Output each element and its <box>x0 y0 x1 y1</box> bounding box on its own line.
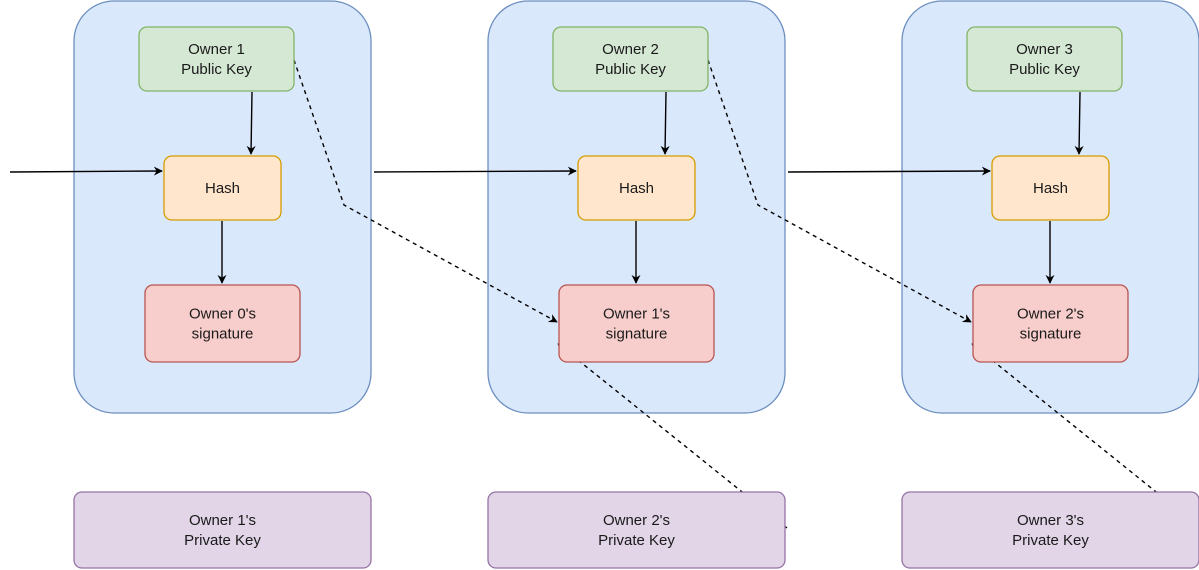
transaction-1-public-key: Owner 1 Public Key <box>138 26 295 92</box>
transaction-1-private-key-label: Owner 1's <box>189 512 256 529</box>
transaction-3-public-key-shape <box>966 26 1123 92</box>
arrow-public-key-1-to-hash <box>246 91 256 155</box>
transaction-3-signature-label: Owner 2's <box>1017 306 1084 323</box>
transaction-3-hash-label: Hash <box>1033 180 1068 197</box>
transaction-1-private-key-label: Private Key <box>184 532 261 549</box>
transaction-2-hash: Hash <box>577 155 696 221</box>
transaction-1-signature: Owner 0's signature <box>144 284 301 363</box>
transaction-1-hash: Hash <box>163 155 282 221</box>
arrow-public-key-3-to-hash <box>1074 91 1084 155</box>
transaction-3-signature: Owner 2's signature <box>972 284 1129 363</box>
transaction-1-hash-shape <box>163 155 282 221</box>
transaction-1-signature-shape <box>144 284 301 363</box>
transaction-1-private-key-shape <box>73 491 372 569</box>
transaction-3-private-key-label: Owner 3's <box>1017 512 1084 529</box>
transaction-3-signature-label: signature <box>1020 326 1082 343</box>
transaction-1-hash-label: Hash <box>205 180 240 197</box>
transaction-2-public-key-label: Public Key <box>595 61 666 78</box>
transaction-2-hash-label: Hash <box>619 180 654 197</box>
transaction-3-public-key-label: Owner 3 <box>1016 41 1073 58</box>
transaction-1-signature-label: signature <box>192 326 254 343</box>
transaction-2-private-key-label: Owner 2's <box>603 512 670 529</box>
transaction-3-hash-shape <box>991 155 1110 221</box>
transaction-3-signature-shape <box>972 284 1129 363</box>
arrow-chain-into-hash-2 <box>373 166 577 176</box>
transaction-2-public-key: Owner 2 Public Key <box>552 26 709 92</box>
transaction-2-private-key-label: Private Key <box>598 532 675 549</box>
transaction-1-public-key-shape <box>138 26 295 92</box>
arrow-public-key-2-to-hash <box>660 91 670 155</box>
transaction-2-public-key-shape <box>552 26 709 92</box>
arrow-chain-into-hash-3 <box>787 166 991 176</box>
transaction-3-public-key-label: Public Key <box>1009 61 1080 78</box>
transaction-2-signature-label: Owner 1's <box>603 306 670 323</box>
transaction-2-signature-shape <box>558 284 715 363</box>
transaction-2-public-key-label: Owner 2 <box>602 41 659 58</box>
transaction-3-hash: Hash <box>991 155 1110 221</box>
transaction-2-signature-label: signature <box>606 326 668 343</box>
transaction-2-private-key-shape <box>487 491 786 569</box>
transaction-3-private-key-label: Private Key <box>1012 532 1089 549</box>
transaction-1-public-key-label: Public Key <box>181 61 252 78</box>
transaction-3-private-key-shape <box>901 491 1199 569</box>
transaction-1-signature-label: Owner 0's <box>189 306 256 323</box>
transaction-2-hash-shape <box>577 155 696 221</box>
transaction-3-public-key: Owner 3 Public Key <box>966 26 1123 92</box>
transaction-1-public-key-label: Owner 1 <box>188 41 245 58</box>
arrow-public-key-2-to-next-signature <box>707 59 972 323</box>
arrow-public-key-1-to-next-signature <box>293 59 558 323</box>
arrow-chain-into-hash-1 <box>9 166 163 176</box>
transaction-2-signature: Owner 1's signature <box>558 284 715 363</box>
